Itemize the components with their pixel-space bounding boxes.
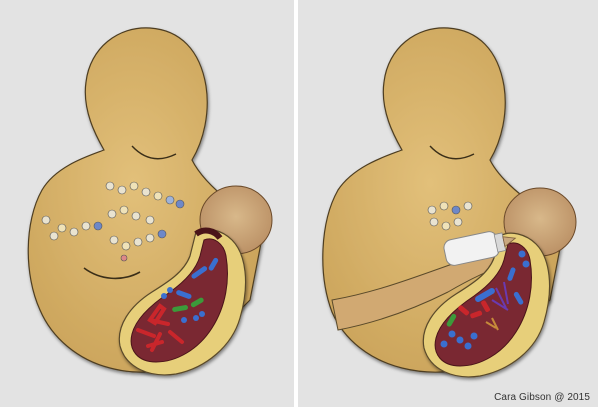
panel-formula-feeding: Cara Gibson @ 2015	[298, 0, 598, 407]
chin-line	[131, 145, 177, 160]
breastfeeding-scene	[27, 27, 273, 376]
chin-line	[429, 145, 475, 160]
breast-line	[83, 267, 141, 280]
formula-oligosaccharides	[427, 201, 473, 231]
panel-divider	[294, 0, 298, 407]
formula-feeding-scene	[322, 27, 577, 378]
artist-credit: Cara Gibson @ 2015	[494, 392, 590, 403]
gut-bacteria	[440, 250, 530, 350]
infant-mouth	[194, 227, 223, 240]
gut-bacteria	[136, 257, 219, 352]
panel-breastfeeding	[0, 0, 294, 407]
milk-oligosaccharides	[41, 181, 185, 262]
bottle-icon	[443, 231, 517, 266]
